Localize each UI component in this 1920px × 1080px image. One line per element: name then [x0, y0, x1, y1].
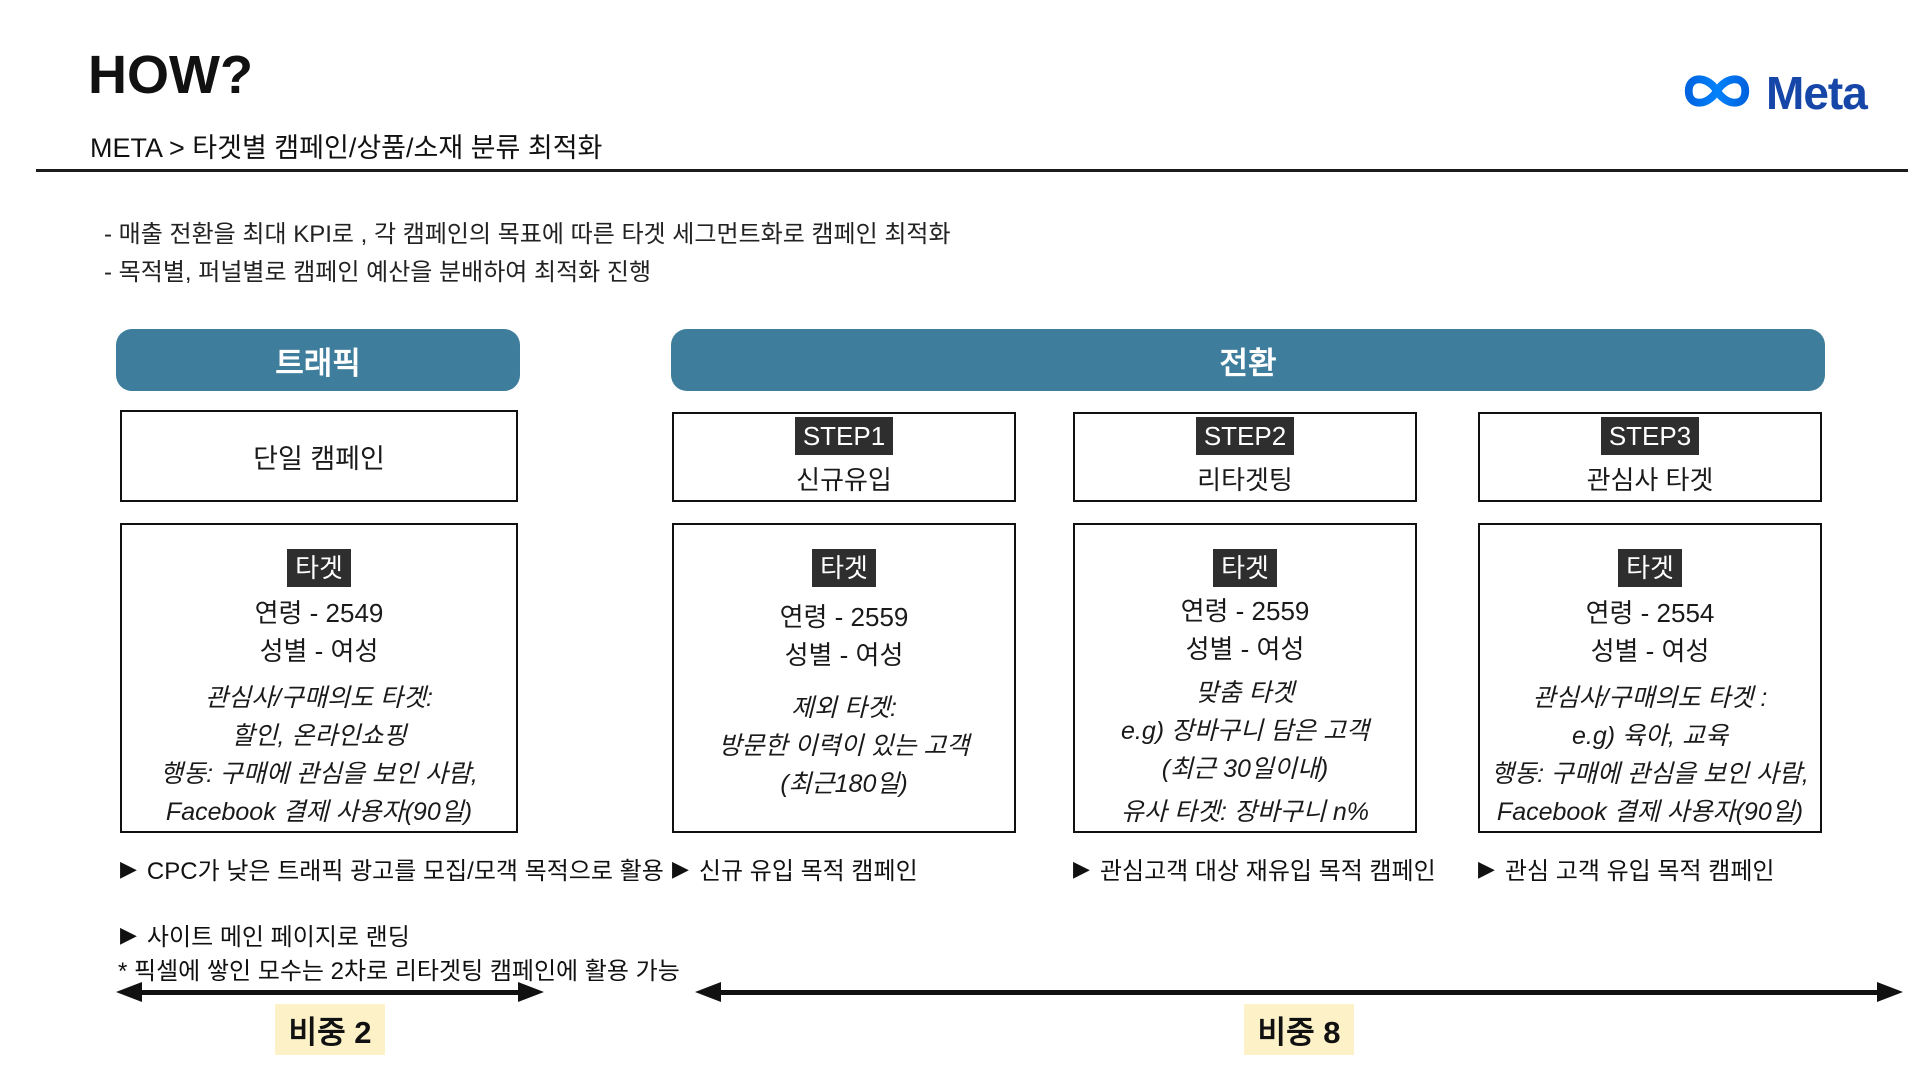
step3-detail-line: 행동: 구매에 관심을 보인 사람, [1491, 760, 1809, 788]
step3-detail-line: Facebook 결제 사용자(90일) [1496, 798, 1804, 826]
play-triangle-icon: ▶ [672, 855, 689, 881]
step3-note: ▶ 관심 고객 유입 목적 캠페인 [1478, 851, 1774, 886]
target-badge: 타겟 [287, 549, 351, 587]
traffic-detail-line: 행동: 구매에 관심을 보인 사람, [160, 760, 478, 788]
conversion-section-pill: 전환 [671, 329, 1825, 391]
intro-bullet-2: - 목적별, 퍼널별로 캠페인 예산을 분배하여 최적화 진행 [104, 259, 652, 286]
step1-age: 연령 - 2559 [779, 602, 909, 632]
traffic-detail-line: 할인, 온라인쇼핑 [231, 722, 407, 750]
step1-gender: 성별 - 여성 [784, 640, 904, 670]
step1-detail-line: (최근180일) [780, 770, 908, 798]
intro-bullets: - 매출 전환을 최대 KPI로 , 각 캠페인의 목표에 따른 타겟 세그먼트… [104, 216, 951, 292]
step2-lookalike-line: 유사 타겟: 장바구니 n% [1121, 797, 1369, 826]
meta-infinity-icon [1678, 68, 1756, 119]
target-badge: 타겟 [1213, 549, 1277, 587]
traffic-note-1-label: CPC가 낮은 트래픽 광고를 모집/모객 목적으로 활용 [146, 858, 664, 885]
traffic-target-box: 타겟 연령 - 2549 성별 - 여성 관심사/구매의도 타겟: 할인, 온라… [120, 523, 518, 833]
step2-detail-line: (최근 30일이내) [1161, 755, 1329, 784]
step3-age: 연령 - 2554 [1585, 597, 1715, 628]
traffic-note-2: ▶ 사이트 메인 페이지로 랜딩 [120, 917, 410, 952]
conversion-weight-label: 비중 8 [695, 1004, 1903, 1055]
traffic-note-1: ▶ CPC가 낮은 트래픽 광고를 모집/모객 목적으로 활용 [120, 851, 664, 886]
step1-detail-line: 제외 타겟: [791, 694, 897, 722]
conversion-weight-value: 비중 8 [1243, 1004, 1355, 1055]
arrow-left-head-icon [695, 982, 721, 1002]
play-triangle-icon: ▶ [1478, 855, 1495, 881]
step2-detail-line: e.g) 장바구니 담은 고객 [1121, 717, 1369, 746]
step2-name: 리타겟팅 [1197, 465, 1293, 495]
play-triangle-icon: ▶ [120, 921, 137, 947]
page-title: HOW? [88, 45, 253, 105]
step3-target-box: 타겟 연령 - 2554 성별 - 여성 관심사/구매의도 타겟 : e.g) … [1478, 523, 1822, 833]
play-triangle-icon: ▶ [120, 855, 137, 881]
traffic-weight-value: 비중 2 [274, 1004, 386, 1055]
play-triangle-icon: ▶ [1073, 855, 1090, 881]
step2-note-label: 관심고객 대상 재유입 목적 캠페인 [1099, 858, 1436, 885]
step2-header-box: STEP2 리타겟팅 [1073, 412, 1417, 502]
meta-logo: Meta [1678, 66, 1868, 120]
intro-bullet-1: - 매출 전환을 최대 KPI로 , 각 캠페인의 목표에 따른 타겟 세그먼트… [104, 221, 951, 248]
arrow-left-head-icon [116, 982, 142, 1002]
step1-badge: STEP1 [794, 417, 894, 455]
step1-header-box: STEP1 신규유입 [672, 412, 1016, 502]
traffic-detail-line: 관심사/구매의도 타겟: [205, 684, 433, 712]
arrow-right-head-icon [518, 982, 544, 1002]
step3-header-box: STEP3 관심사 타겟 [1478, 412, 1822, 502]
traffic-footnote: * 픽셀에 쌓인 모수는 2차로 리타겟팅 캠페인에 활용 가능 [118, 958, 680, 985]
step2-detail-line: 맞춤 타겟 [1195, 679, 1295, 708]
target-badge: 타겟 [812, 549, 876, 587]
step1-target-box: 타겟 연령 - 2559 성별 - 여성 제외 타겟: 방문한 이력이 있는 고… [672, 523, 1016, 833]
step3-note-label: 관심 고객 유입 목적 캠페인 [1504, 858, 1775, 885]
header-divider [36, 169, 1908, 172]
step1-note-label: 신규 유입 목적 캠페인 [698, 858, 918, 885]
step2-target-box: 타겟 연령 - 2559 성별 - 여성 맞춤 타겟 e.g) 장바구니 담은 … [1073, 523, 1417, 833]
traffic-gender: 성별 - 여성 [259, 635, 379, 666]
step1-name: 신규유입 [796, 465, 892, 495]
step2-note: ▶ 관심고객 대상 재유입 목적 캠페인 [1073, 851, 1436, 886]
step2-age: 연령 - 2559 [1180, 595, 1310, 626]
step3-detail-line: 관심사/구매의도 타겟 : [1532, 684, 1768, 712]
traffic-section-pill: 트래픽 [116, 329, 520, 391]
arrow-shaft [721, 989, 1877, 995]
traffic-weight-arrow [116, 982, 544, 1002]
conversion-weight-arrow [695, 982, 1903, 1002]
traffic-age: 연령 - 2549 [254, 597, 384, 628]
step1-detail-line: 방문한 이력이 있는 고객 [718, 732, 970, 760]
step3-gender: 성별 - 여성 [1590, 635, 1710, 666]
meta-wordmark: Meta [1766, 67, 1868, 119]
step1-note: ▶ 신규 유입 목적 캠페인 [672, 851, 918, 886]
step3-name: 관심사 타겟 [1586, 465, 1714, 495]
arrow-shaft [142, 989, 518, 995]
target-badge: 타겟 [1618, 549, 1682, 587]
page-subtitle: META > 타겟별 캠페인/상품/소재 분류 최적화 [90, 133, 603, 163]
traffic-single-campaign-box: 단일 캠페인 [120, 410, 518, 502]
traffic-detail-line: Facebook 결제 사용자(90일) [165, 798, 473, 826]
step2-gender: 성별 - 여성 [1185, 633, 1305, 664]
step3-badge: STEP3 [1600, 417, 1700, 455]
traffic-note-2-label: 사이트 메인 페이지로 랜딩 [146, 924, 410, 951]
arrow-right-head-icon [1877, 982, 1903, 1002]
step2-badge: STEP2 [1195, 417, 1295, 455]
step3-detail-line: e.g) 육아, 교육 [1572, 722, 1728, 750]
traffic-weight-label: 비중 2 [116, 1004, 544, 1055]
